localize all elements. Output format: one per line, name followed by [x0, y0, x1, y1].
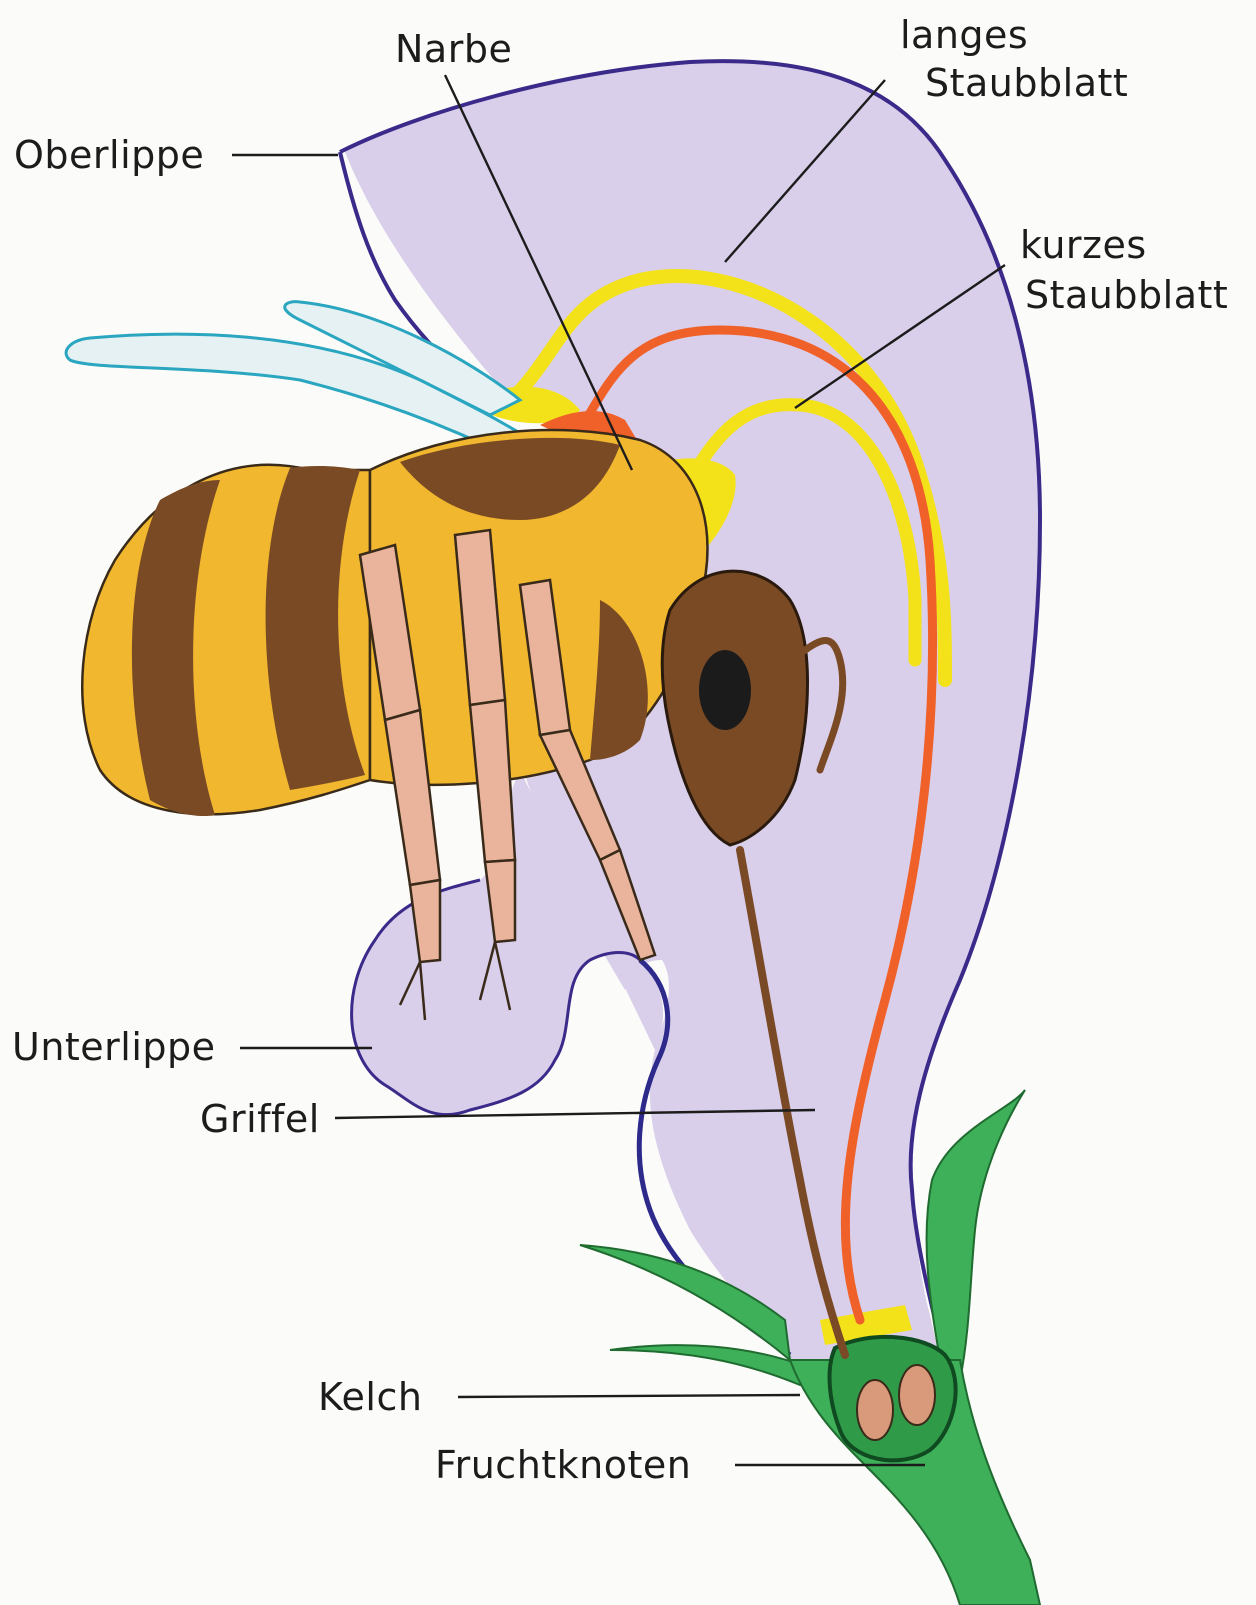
ovule-right: [899, 1365, 935, 1425]
label-unterlippe: Unterlippe: [12, 1025, 216, 1069]
label-kelch: Kelch: [318, 1375, 422, 1419]
label-kurzes-line1: kurzes: [1020, 223, 1147, 267]
sepal-right: [927, 1090, 1025, 1380]
ovule-left: [857, 1380, 893, 1440]
label-langes-line2: Staubblatt: [925, 61, 1128, 105]
label-kurzes-line2: Staubblatt: [1025, 273, 1228, 317]
label-griffel: Griffel: [200, 1097, 320, 1141]
bee-eye: [699, 650, 751, 730]
label-fruchtknoten: Fruchtknoten: [435, 1443, 691, 1487]
label-narbe: Narbe: [395, 27, 512, 71]
label-langes-line1: langes: [900, 13, 1028, 57]
label-oberlippe: Oberlippe: [14, 133, 204, 177]
